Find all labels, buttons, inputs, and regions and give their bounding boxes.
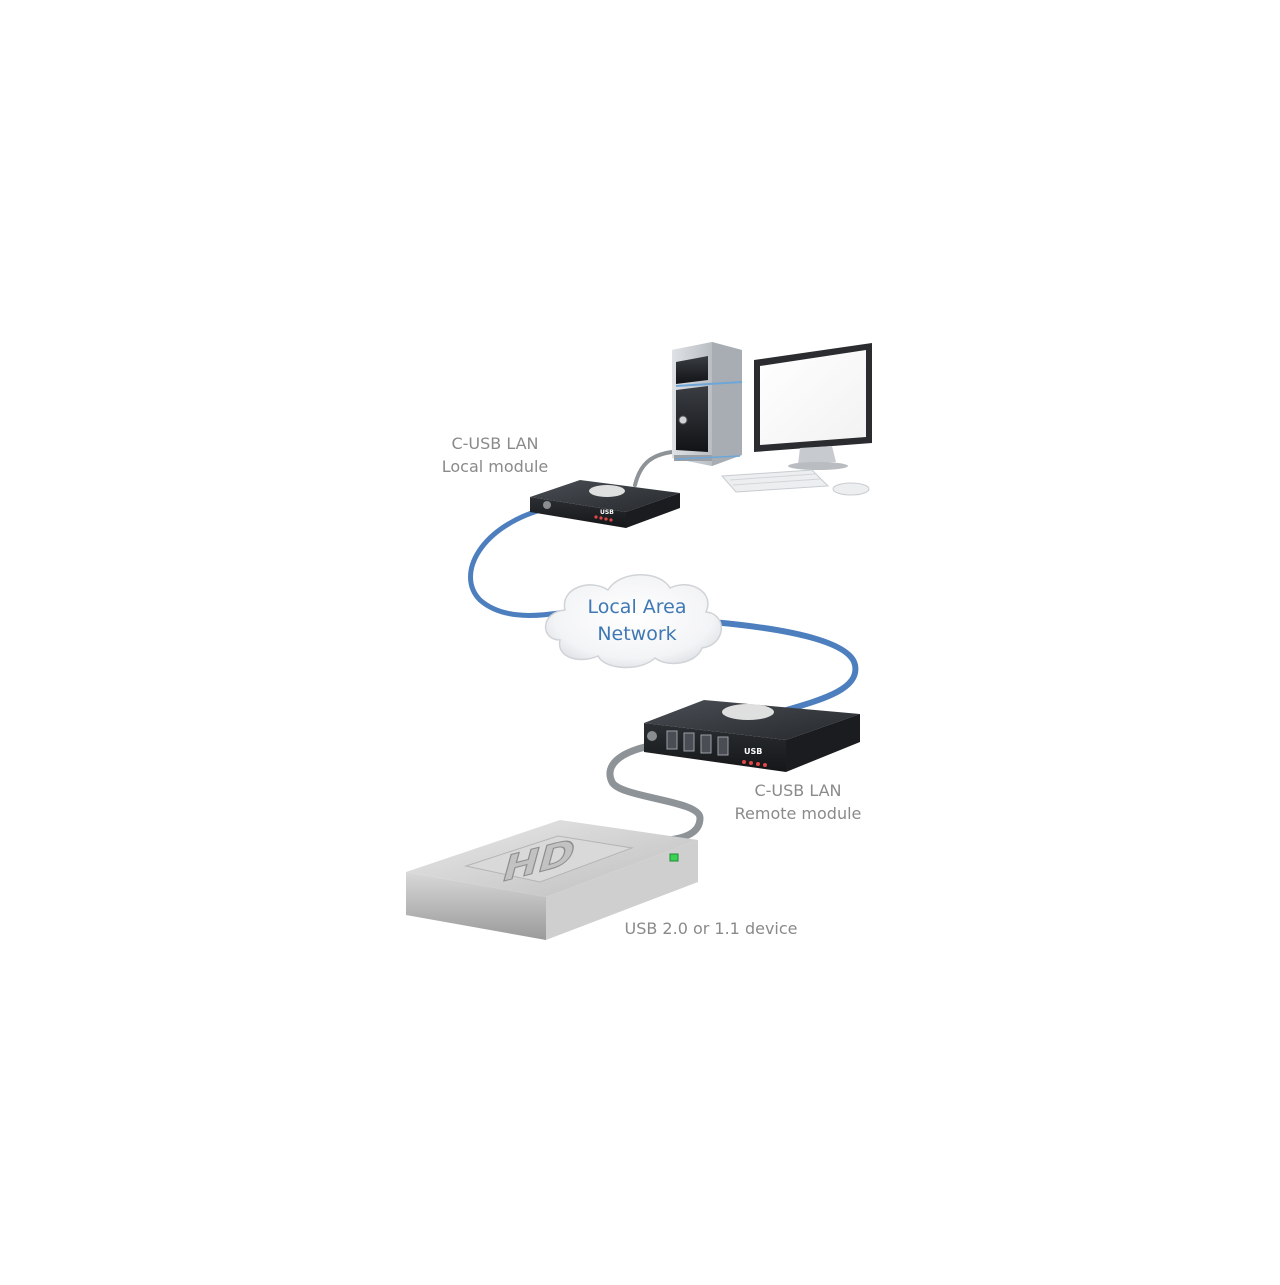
device-label-text: USB 2.0 or 1.1 device — [624, 919, 798, 938]
usb-extender-remote-icon: USB — [644, 700, 860, 772]
cloud-icon — [544, 574, 723, 669]
local-module-label-line1: C-USB LAN — [451, 434, 539, 453]
keyboard-icon — [720, 469, 830, 493]
remote-module-label: C-USB LAN Remote module — [728, 779, 868, 825]
network-label-line2: Network — [597, 623, 677, 645]
local-module-logo: USB — [600, 509, 614, 516]
lan-cable-remote — [709, 619, 859, 715]
remote-module-logo: USB — [744, 747, 762, 756]
device-label: USB 2.0 or 1.1 device — [618, 917, 804, 940]
usb-extender-local-icon: USB — [530, 480, 680, 528]
monitor-icon — [754, 343, 872, 470]
lan-cable-local — [468, 505, 568, 618]
usb-cable-drive — [606, 741, 704, 844]
remote-module-label-line2: Remote module — [734, 804, 862, 823]
network-label: Local Area Network — [567, 594, 707, 648]
remote-module-label-line1: C-USB LAN — [754, 781, 842, 800]
local-module-label-line2: Local module — [441, 457, 549, 476]
usb-cable-pc — [633, 450, 674, 487]
network-label-line1: Local Area — [587, 596, 687, 618]
computer-tower-icon — [672, 342, 743, 466]
hard-drive-icon: HD — [406, 820, 698, 940]
local-module-label: C-USB LAN Local module — [430, 432, 560, 478]
mouse-icon — [832, 482, 870, 496]
